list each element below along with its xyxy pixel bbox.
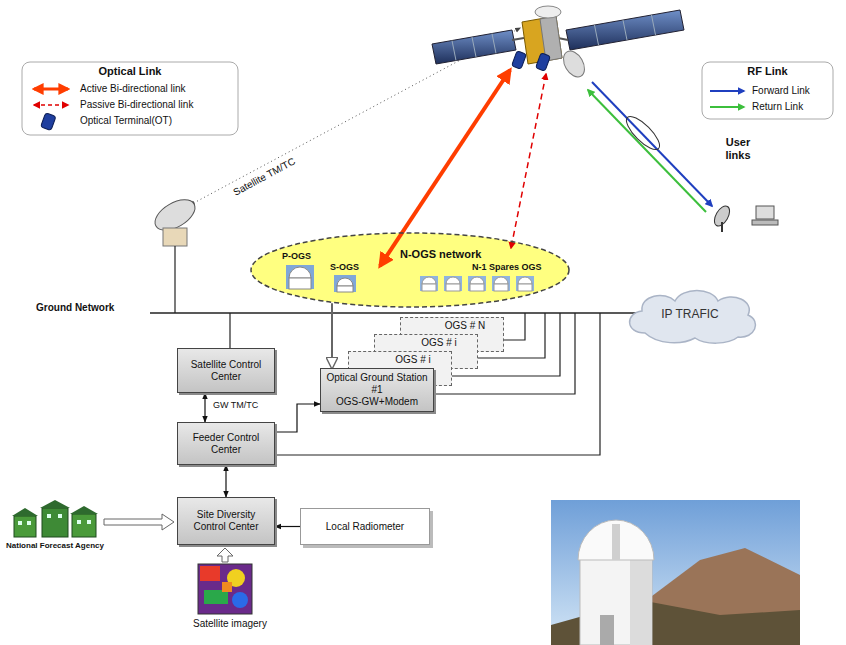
network-label: Ground Network [36, 302, 114, 314]
label-holder: N-1 Spares OGS [472, 262, 542, 273]
node-text: IP TRAFIC [661, 307, 719, 321]
legend-holder: Return Link [752, 101, 803, 113]
legend-text: Active Bi-directional link [80, 83, 186, 95]
node-text: Optical Ground Station #1 [325, 372, 429, 396]
station-label: S-OGS [330, 262, 359, 273]
label-holder: Satellite TM/TC [231, 155, 297, 198]
station-label: P-OGS [282, 251, 311, 262]
process-box: Local Radiometer [300, 508, 430, 545]
connector [331, 303, 333, 368]
process-box: Optical Ground Station #1OGS-GW+Modem [320, 368, 434, 412]
node-text: Local Radiometer [326, 521, 404, 533]
label-holder: S-OGS [330, 262, 359, 273]
legend-title: RF Link [702, 65, 833, 78]
node-text: OGS # i [421, 337, 457, 349]
connector [204, 393, 205, 422]
connector [225, 465, 226, 497]
label-holder: Optical Link [22, 65, 238, 78]
edge-label-holder: GW TM/TC [212, 400, 259, 411]
node-text: Satellite Control Center [182, 359, 270, 383]
link-label: User links [714, 136, 762, 162]
node-text: Feeder Control Center [182, 432, 270, 456]
node-text: N-OGS network [400, 248, 481, 261]
process-box: Satellite Control Center [177, 348, 275, 393]
label-holder: RF Link [702, 65, 833, 78]
legend-holder: Passive Bi-directional link [80, 99, 193, 111]
legend-holder: Optical Terminal(OT) [80, 115, 172, 127]
connector [275, 526, 300, 527]
label-holder: P-OGS [282, 251, 311, 262]
link-label: Satellite TM/TC [231, 155, 297, 198]
legend-holder: Forward Link [752, 85, 810, 97]
legend-text: Return Link [752, 101, 803, 113]
node-text: OGS-GW+Modem [336, 396, 418, 408]
label-holder: National Forecast Agency [6, 541, 104, 551]
legend-title: Optical Link [22, 65, 238, 78]
edge-label: GW TM/TC [212, 400, 259, 411]
cloud-node: IP TRAFIC [620, 283, 760, 345]
node-text: Site Diversity Control Center [182, 509, 270, 533]
connector [275, 404, 320, 432]
label-holder: Satellite imagery [193, 618, 267, 630]
label-holder: Ground Network [36, 302, 114, 314]
source-label: National Forecast Agency [6, 541, 104, 551]
legend-text: Forward Link [752, 85, 810, 97]
label-holder: User links [714, 136, 762, 162]
process-box: Feeder Control Center [177, 422, 275, 465]
legend-holder: Active Bi-directional link [80, 83, 186, 95]
node-text: OGS # i [395, 354, 431, 366]
station-label: N-1 Spares OGS [472, 262, 542, 273]
node-text: OGS # N [445, 320, 486, 332]
legend-text: Optical Terminal(OT) [80, 115, 172, 127]
process-box: Site Diversity Control Center [177, 497, 275, 545]
source-label: Satellite imagery [193, 618, 267, 630]
legend-text: Passive Bi-directional link [80, 99, 193, 111]
